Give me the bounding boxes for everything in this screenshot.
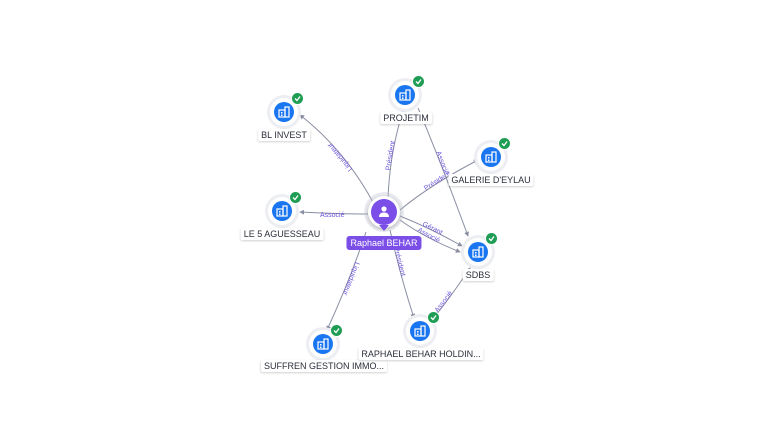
verified-check-icon bbox=[289, 191, 302, 204]
company-node-suffren[interactable] bbox=[309, 324, 343, 358]
building-icon bbox=[481, 147, 501, 167]
verified-check-icon bbox=[427, 311, 440, 324]
company-node-projetim[interactable] bbox=[391, 75, 425, 109]
person-node-raphael-behar[interactable] bbox=[368, 196, 400, 228]
verified-check-icon bbox=[291, 92, 304, 105]
edge-sdbs-associe bbox=[399, 219, 461, 253]
building-icon bbox=[274, 102, 294, 122]
edge-galerie bbox=[399, 159, 479, 211]
edge-label-holding-sdbs: Associé bbox=[434, 290, 455, 314]
company-label-projetim[interactable]: PROJETIM bbox=[380, 112, 432, 124]
company-node-raphael-behar-holding[interactable] bbox=[406, 311, 440, 345]
company-label-galerie-deylau[interactable]: GALERIE D'EYLAU bbox=[448, 174, 534, 186]
building-icon bbox=[410, 321, 430, 341]
company-label-sdbs[interactable]: SDBS bbox=[462, 269, 494, 281]
building-icon bbox=[313, 334, 333, 354]
company-node-sdbs[interactable] bbox=[464, 232, 498, 266]
company-node-galerie-deylau[interactable] bbox=[477, 137, 511, 171]
center-pin-pointer bbox=[379, 225, 389, 231]
edge-le5 bbox=[299, 209, 369, 215]
verified-check-icon bbox=[412, 75, 425, 88]
company-label-suffren[interactable]: SUFFREN GESTION IMMO... bbox=[260, 360, 388, 372]
edge-bl-invest bbox=[299, 114, 375, 205]
edge-label-holding: Président bbox=[392, 247, 406, 277]
company-label-raphael-behar-holding[interactable]: RAPHAEL BEHAR HOLDIN... bbox=[358, 348, 484, 360]
person-icon bbox=[371, 199, 397, 225]
edge-label-suffren: Liquidateur bbox=[341, 261, 361, 297]
verified-check-icon bbox=[485, 232, 498, 245]
person-label-raphael-behar[interactable]: Raphael BEHAR bbox=[346, 236, 422, 250]
company-label-bl-invest[interactable]: BL INVEST bbox=[258, 129, 310, 141]
edge-label-bl-invest: Liquidateur bbox=[326, 141, 354, 173]
building-icon bbox=[395, 85, 415, 105]
building-icon bbox=[468, 242, 488, 262]
verified-check-icon bbox=[498, 137, 511, 150]
company-node-le-5-aguesseau[interactable] bbox=[268, 191, 302, 225]
edge-label-le5: Associé bbox=[320, 212, 345, 219]
edge-label-projetim-sdbs: Associé bbox=[434, 150, 450, 176]
building-icon bbox=[272, 201, 292, 221]
verified-check-icon bbox=[330, 324, 343, 337]
company-node-bl-invest[interactable] bbox=[270, 92, 304, 126]
company-label-le-5-aguesseau[interactable]: LE 5 AGUESSEAU bbox=[240, 228, 324, 240]
edge-sdbs-gerant bbox=[399, 215, 463, 247]
edge-label-projetim: Président bbox=[385, 140, 397, 171]
